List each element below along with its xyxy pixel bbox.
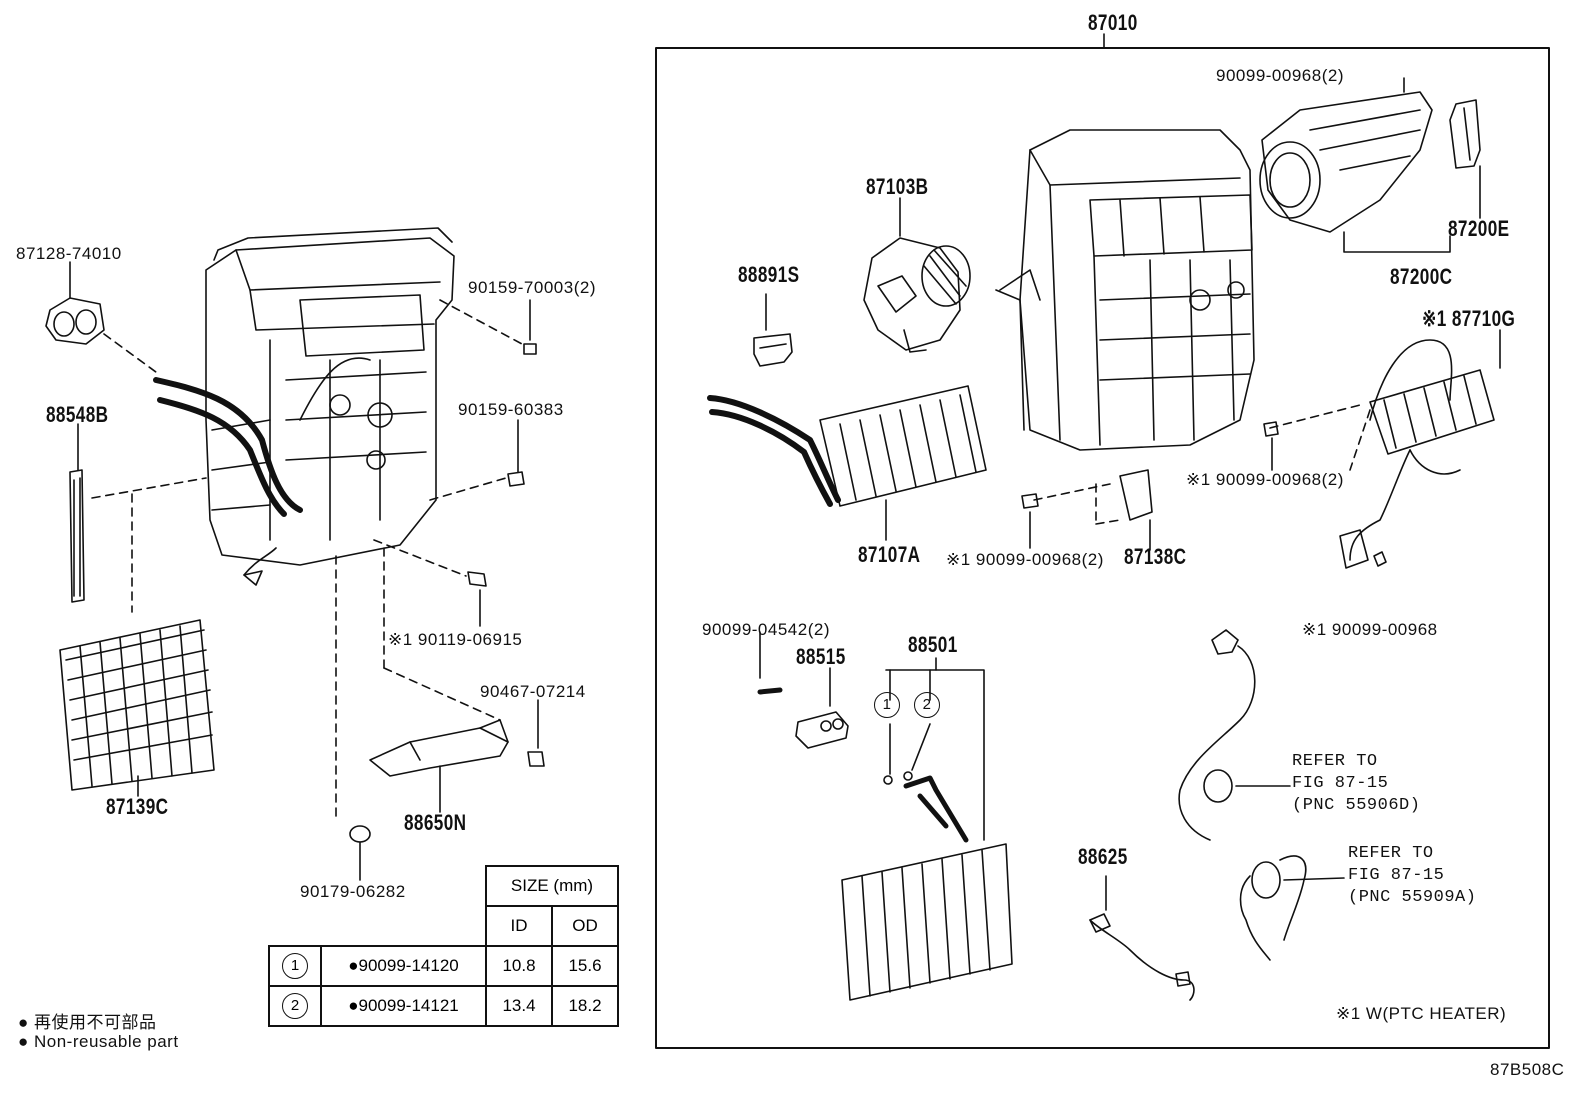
label-90159-70003: 90159-70003(2) — [468, 278, 596, 297]
label-90099-00968-right: ※1 90099-00968(2) — [1186, 470, 1344, 489]
row-2-part: ●90099-14121 — [320, 985, 487, 1027]
size-table-col-od: OD — [551, 905, 619, 947]
filter-87139C — [59, 493, 215, 797]
callout-1: 1 — [874, 692, 900, 718]
label-87138C: 87138C — [1124, 544, 1187, 569]
refer-note-2-line1: REFER TO — [1348, 844, 1434, 863]
sensor-harnesses — [1178, 629, 1345, 961]
blower-housing-87200C — [1259, 77, 1481, 253]
evaporator-88501 — [841, 657, 1013, 1001]
row-2-number: 2 — [282, 993, 308, 1019]
clip-88891S — [753, 293, 793, 367]
left-hvac-unit — [153, 227, 455, 586]
left-fasteners — [335, 299, 545, 881]
seal-88548B — [69, 423, 207, 603]
label-90179-06282: 90179-06282 — [300, 882, 406, 901]
ptc-heater-note: ※1 W(PTC HEATER) — [1336, 1004, 1507, 1023]
label-88515: 88515 — [796, 644, 846, 669]
bracket-88650N — [369, 719, 509, 813]
label-90099-00968-center: ※1 90099-00968(2) — [946, 550, 1104, 569]
table-row: 1 ●90099-14120 10.8 15.6 — [268, 945, 619, 987]
label-87107A: 87107A — [858, 542, 921, 567]
row-2-callout: 2 — [268, 985, 322, 1027]
callout-1-number: 1 — [874, 692, 900, 718]
refer-note-1-line3: (PNC 55906D) — [1292, 796, 1421, 815]
assembly-87010-box — [655, 33, 1550, 1049]
row-1-id: 10.8 — [485, 945, 553, 987]
label-90119-06915: ※1 90119-06915 — [388, 630, 523, 649]
grommet-87128 — [45, 261, 161, 376]
size-table-title: SIZE (mm) — [485, 865, 619, 907]
row-2-od: 18.2 — [551, 985, 619, 1027]
label-88650N: 88650N — [404, 810, 467, 835]
row-1-part: ●90099-14120 — [320, 945, 487, 987]
label-90099-00968-bottom: ※1 90099-00968 — [1302, 620, 1438, 639]
callout-2: 2 — [914, 692, 940, 718]
refer-note-2-line3: (PNC 55909A) — [1348, 888, 1477, 907]
size-table-col-id: ID — [485, 905, 553, 947]
label-88625: 88625 — [1078, 844, 1128, 869]
label-88548B: 88548B — [46, 402, 109, 427]
refer-note-1-line2: FIG 87-15 — [1292, 774, 1389, 793]
assembly-number: 87010 — [1088, 10, 1138, 35]
ptc-heater-87710G — [1263, 329, 1501, 569]
row-1-callout: 1 — [268, 945, 322, 987]
label-90099-04542: 90099-04542(2) — [702, 620, 830, 639]
heater-core-87107A — [707, 385, 987, 541]
resistor-87138C — [1021, 469, 1153, 551]
label-87710G: ※1 87710G — [1422, 306, 1516, 331]
refer-note-1-line1: REFER TO — [1292, 752, 1378, 771]
row-1-number: 1 — [282, 953, 308, 979]
label-90467-07214: 90467-07214 — [480, 682, 586, 701]
expansion-valve-88515 — [757, 631, 849, 749]
legend-english: ● Non-reusable part — [18, 1032, 179, 1051]
figure-code: 87B508C — [1490, 1060, 1565, 1079]
label-87103B: 87103B — [866, 174, 929, 199]
blower-motor-87103B — [863, 197, 971, 353]
label-87139C: 87139C — [106, 794, 169, 819]
label-87128-74010: 87128-74010 — [16, 244, 122, 263]
refer-note-2-line2: FIG 87-15 — [1348, 866, 1445, 885]
label-88501: 88501 — [908, 632, 958, 657]
label-87200C: 87200C — [1390, 264, 1453, 289]
size-table: SIZE (mm) ID OD 1 ●90099-14120 10.8 15.6… — [268, 865, 619, 1027]
row-1-od: 15.6 — [551, 945, 619, 987]
harness-88625 — [1089, 875, 1195, 1001]
legend-japanese: ● 再使用不可部品 — [18, 1013, 157, 1032]
callout-2-number: 2 — [914, 692, 940, 718]
right-hvac-case — [995, 129, 1255, 451]
label-90099-00968-top: 90099-00968(2) — [1216, 66, 1344, 85]
label-87200E: 87200E — [1448, 216, 1510, 241]
label-90159-60383: 90159-60383 — [458, 400, 564, 419]
label-88891S: 88891S — [738, 262, 800, 287]
row-2-id: 13.4 — [485, 985, 553, 1027]
table-row: 2 ●90099-14121 13.4 18.2 — [268, 985, 619, 1027]
